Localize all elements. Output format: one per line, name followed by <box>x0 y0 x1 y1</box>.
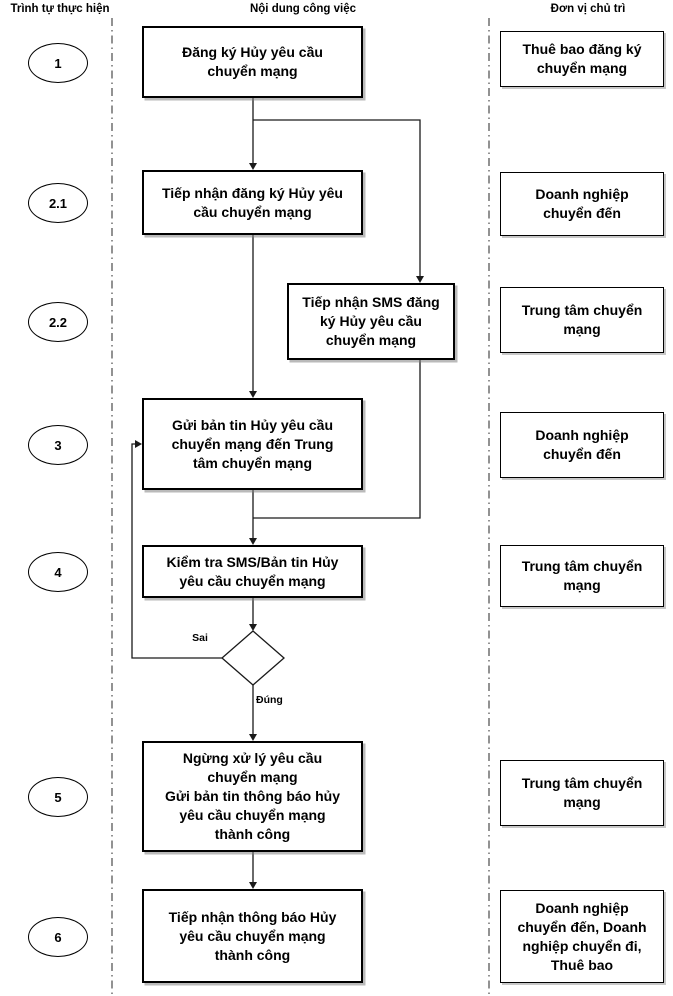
process-box-receive-success-notice: Tiếp nhận thông báo Hủy yêu cầu chuyển m… <box>142 889 363 983</box>
arrow-line-b1-b3-branch <box>253 119 421 276</box>
owner-box-recipient-operator-1: Doanh nghiệp chuyển đến <box>500 172 664 236</box>
arrow-line-b3-join <box>253 360 421 519</box>
process-box-send-cancel-message: Gửi bản tin Hủy yêu cầu chuyển mạng đến … <box>142 398 363 490</box>
owner-box-porting-center-3: Trung tâm chuyển mạng <box>500 760 664 826</box>
arrowhead-into-diamond <box>249 624 257 631</box>
process-box-receive-registration: Tiếp nhận đăng ký Hủy yêu cầu chuyển mạn… <box>142 170 363 235</box>
decision-true-label: Đúng <box>256 694 283 706</box>
arrow-line-sai-feedback <box>131 443 222 659</box>
arrowheads <box>135 163 424 889</box>
column-header-content: Nội dung công việc <box>249 3 357 15</box>
process-box-stop-processing: Ngừng xử lý yêu cầu chuyển mạng Gửi bản … <box>142 741 363 852</box>
arrowhead-into-b5 <box>249 538 257 545</box>
column-header-owner: Đơn vị chủ trì <box>550 3 626 15</box>
stage-oval-3: 3 <box>28 425 88 465</box>
stage-oval-4: 4 <box>28 552 88 592</box>
arrowhead-into-b2 <box>249 163 257 170</box>
decision-false-label: Sai <box>192 632 208 644</box>
column-header-stage: Trình tự thực hiện <box>10 3 110 15</box>
owner-box-porting-center-2: Trung tâm chuyển mạng <box>500 545 664 607</box>
column-dividers <box>111 18 490 996</box>
process-box-register-cancel: Đăng ký Hủy yêu cầu chuyển mạng <box>142 26 363 98</box>
stage-oval-2-2: 2.2 <box>28 302 88 342</box>
stage-oval-5: 5 <box>28 777 88 817</box>
decision-diamond <box>221 630 285 686</box>
arrowhead-into-b4 <box>249 391 257 398</box>
arrowhead-into-b7 <box>249 882 257 889</box>
flow-connectors <box>131 98 421 882</box>
owner-box-recipient-operator-2: Doanh nghiệp chuyển đến <box>500 412 664 478</box>
stage-oval-6: 6 <box>28 917 88 957</box>
stage-oval-1: 1 <box>28 43 88 83</box>
arrowhead-into-b3 <box>416 276 424 283</box>
stage-oval-2-1: 2.1 <box>28 183 88 223</box>
process-box-check-sms-message: Kiểm tra SMS/Bản tin Hủy yêu cầu chuyển … <box>142 545 363 598</box>
owner-box-subscriber: Thuê bao đăng ký chuyển mạng <box>500 31 664 87</box>
arrowhead-feedback-into-b4 <box>135 440 142 448</box>
arrowhead-into-b6 <box>249 734 257 741</box>
process-box-receive-sms: Tiếp nhận SMS đăng ký Hủy yêu cầu chuyển… <box>287 283 455 360</box>
owner-box-porting-center-1: Trung tâm chuyển mạng <box>500 287 664 353</box>
owner-box-all-parties: Doanh nghiệp chuyển đến, Doanh nghiệp ch… <box>500 890 664 983</box>
